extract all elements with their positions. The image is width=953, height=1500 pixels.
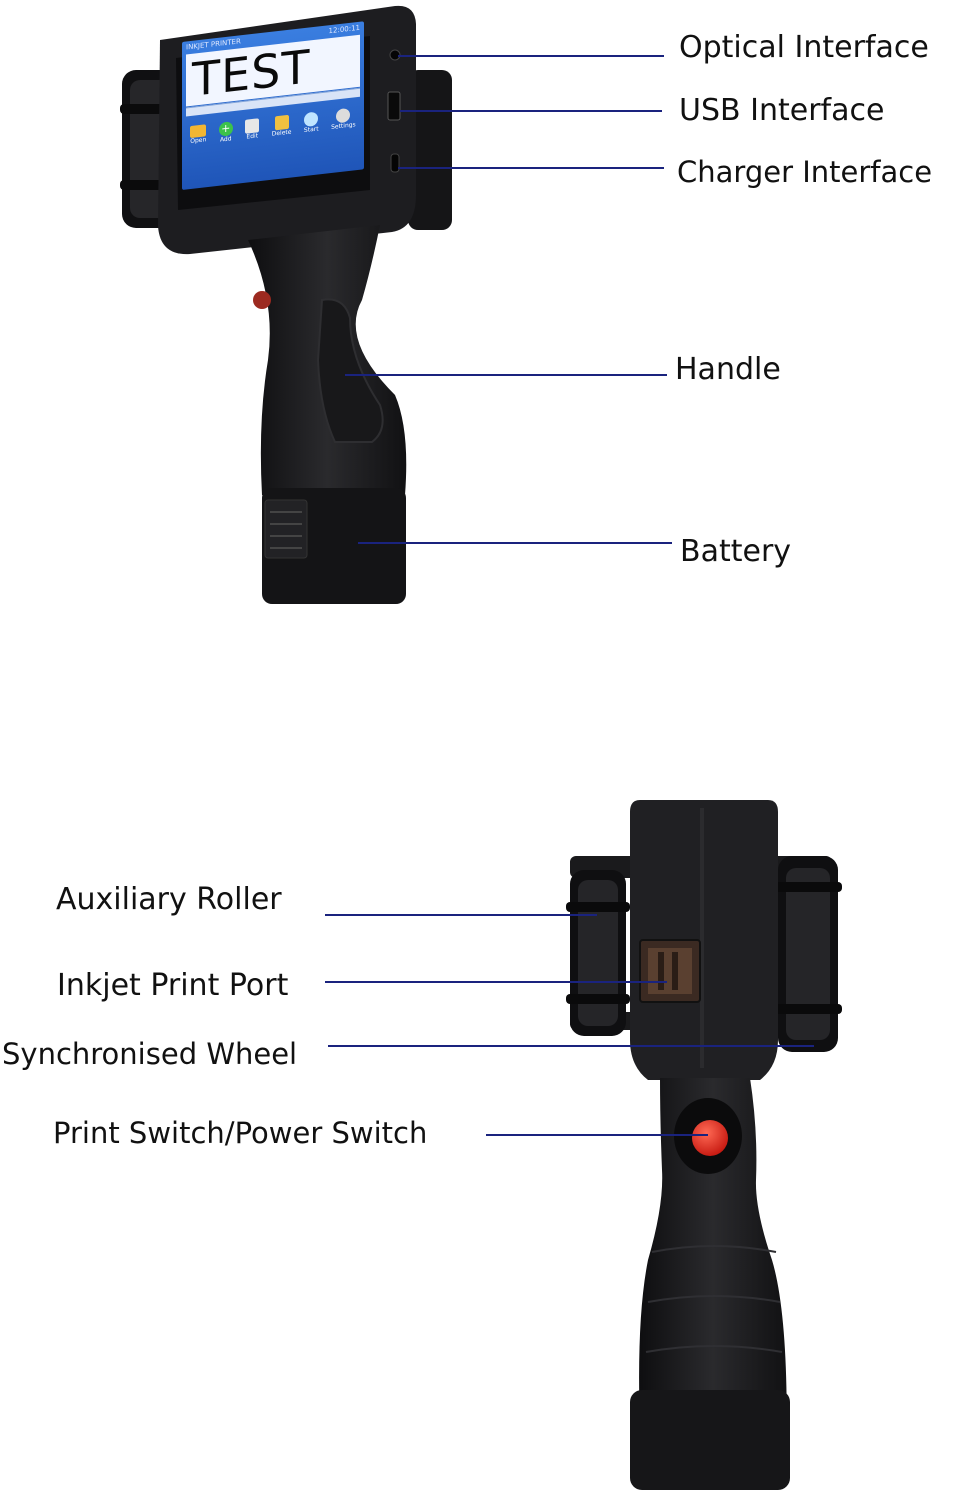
- label-handle: Handle: [675, 352, 781, 387]
- screen-btn-settings: Settings: [331, 107, 356, 131]
- screen-message: TEST: [192, 39, 311, 107]
- screen-btn-edit: Edit: [245, 118, 260, 141]
- handle-groove: [316, 298, 384, 443]
- usb-port: [387, 91, 401, 121]
- leader-line-sync-wheel: [328, 1045, 814, 1047]
- label-auxiliary-roller: Auxiliary Roller: [56, 882, 282, 917]
- trigger-button-top: [253, 291, 271, 309]
- inkjet-print-port: [639, 939, 701, 1003]
- charger-port: [390, 153, 400, 173]
- label-usb-interface: USB Interface: [679, 93, 885, 128]
- label-battery: Battery: [680, 534, 792, 569]
- battery-pack: [262, 488, 406, 604]
- leader-line-optical: [398, 55, 664, 57]
- screen-btn-delete: Delete: [272, 114, 291, 138]
- leader-line-battery: [358, 542, 672, 544]
- label-inkjet-print-port: Inkjet Print Port: [57, 968, 289, 1003]
- power-switch-button: [692, 1120, 728, 1156]
- screen-btn-start: Start: [304, 111, 319, 134]
- screen-btn-add: + Add: [218, 121, 233, 144]
- screen-clock: 12:00:11: [328, 23, 360, 36]
- leader-line-usb: [400, 110, 662, 112]
- head-seam: [700, 808, 704, 1068]
- screen-btn-open: Open: [190, 124, 206, 147]
- leader-line-inkjet-port: [325, 981, 667, 983]
- label-synchronised-wheel: Synchronised Wheel: [2, 1037, 298, 1071]
- leader-line-handle: [345, 374, 667, 376]
- auxiliary-roller-left: [566, 870, 630, 1036]
- handle-back: [639, 1078, 787, 1470]
- battery-back: [630, 1390, 790, 1490]
- label-charger-interface: Charger Interface: [677, 155, 933, 189]
- grip-ribs: [645, 1245, 783, 1353]
- leader-line-aux-roller: [325, 914, 597, 916]
- synchronised-wheel-right: [774, 856, 842, 1052]
- leader-line-charger: [398, 167, 664, 169]
- leader-line-switch: [486, 1134, 708, 1136]
- label-optical-interface: Optical Interface: [679, 30, 929, 65]
- printer-back-view: [566, 800, 842, 1490]
- device-screen: INKJET PRINTER 12:00:11 TEST Open + Add …: [182, 21, 364, 191]
- label-print-power-switch: Print Switch/Power Switch: [53, 1116, 428, 1150]
